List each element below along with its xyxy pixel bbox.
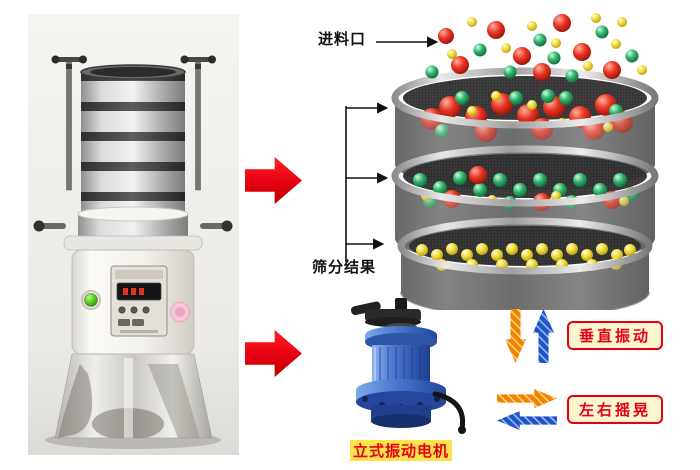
annotation-lines [345, 36, 439, 262]
power-button [84, 293, 98, 307]
machine-flared-base [54, 353, 213, 439]
sieve-result-label: 筛分结果 [312, 259, 377, 276]
sieve-layer-3 [397, 217, 653, 318]
machine-photo [28, 14, 239, 455]
machine-sieve-stack [80, 64, 186, 221]
feed-inlet-label: 进料口 [318, 31, 367, 48]
motor-illustration [325, 295, 475, 445]
motor-label: 立式振动电机 [350, 440, 453, 461]
sieve-cutaway-svg [345, 13, 659, 318]
motor-base-foot [371, 405, 431, 428]
brand-badge-inner [175, 307, 185, 317]
shake-right-arrow-icon [497, 389, 557, 408]
machine-table [33, 206, 233, 251]
horizontal-shake-label: 左右摇晃 [578, 402, 651, 419]
machine-photo-svg [28, 14, 239, 455]
machine-control-panel [110, 265, 168, 337]
shake-left-arrow-icon [497, 411, 557, 430]
clamp-rod-left [51, 55, 87, 191]
sieve-cutaway-illustration [310, 10, 690, 318]
machine-base [71, 249, 195, 355]
motor-power-cable [432, 391, 466, 434]
vibration-down-arrow-icon [505, 309, 526, 363]
falling-balls [425, 13, 647, 83]
clamp-rod-right [180, 55, 216, 191]
horizontal-shake-box: 左右摇晃 [567, 395, 663, 424]
motor-svg [351, 298, 466, 434]
vibration-legend: 垂直振动 左右摇晃 [495, 303, 695, 448]
flow-arrow-bottom-icon [245, 330, 302, 377]
vibration-up-arrow-icon [533, 309, 554, 363]
power-button-ring [81, 290, 101, 310]
motor-top-weight [351, 298, 421, 331]
vertical-vibration-box: 垂直振动 [567, 321, 663, 350]
flow-arrow-top-icon [245, 157, 302, 204]
vertical-vibration-label: 垂直振动 [578, 328, 651, 345]
